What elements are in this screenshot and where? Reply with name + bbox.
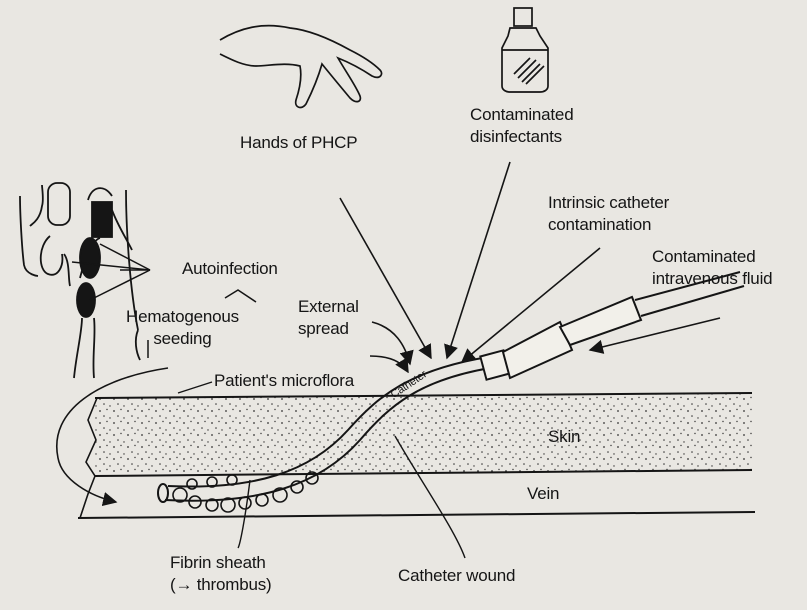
- skin-layer: [95, 393, 752, 476]
- vein-wall: [78, 512, 755, 518]
- catheter-hub: [480, 297, 641, 380]
- label-contaminated-disinfectants: Contaminated disinfectants: [470, 104, 573, 148]
- arrow-external-b: [370, 356, 408, 372]
- skin-edge: [80, 398, 97, 518]
- label-fibrin-sheath: Fibrin sheath (→ thrombus): [170, 552, 272, 596]
- label-contaminated-fluid: Contaminated intravenous fluid: [652, 246, 772, 290]
- arrow-external-a: [372, 322, 410, 364]
- arrow-disinfectants: [447, 162, 510, 358]
- label-external-spread: External spread: [298, 296, 359, 340]
- hand-drawing: [220, 26, 382, 108]
- label-autoinfection: Autoinfection: [182, 258, 278, 280]
- label-intrinsic-contamination: Intrinsic catheter contamination: [548, 192, 669, 236]
- label-skin: Skin: [548, 426, 580, 448]
- label-vein: Vein: [527, 483, 559, 505]
- body-figures: [20, 183, 140, 378]
- label-hematogenous-seeding: Hematogenous seeding: [126, 306, 239, 350]
- label-patients-microflora: Patient's microflora: [214, 370, 354, 392]
- label-catheter-wound: Catheter wound: [398, 565, 515, 587]
- fibrin-sheath: [173, 472, 318, 512]
- bottle-drawing: [502, 8, 548, 92]
- label-hands-of-phcp: Hands of PHCP: [240, 132, 357, 154]
